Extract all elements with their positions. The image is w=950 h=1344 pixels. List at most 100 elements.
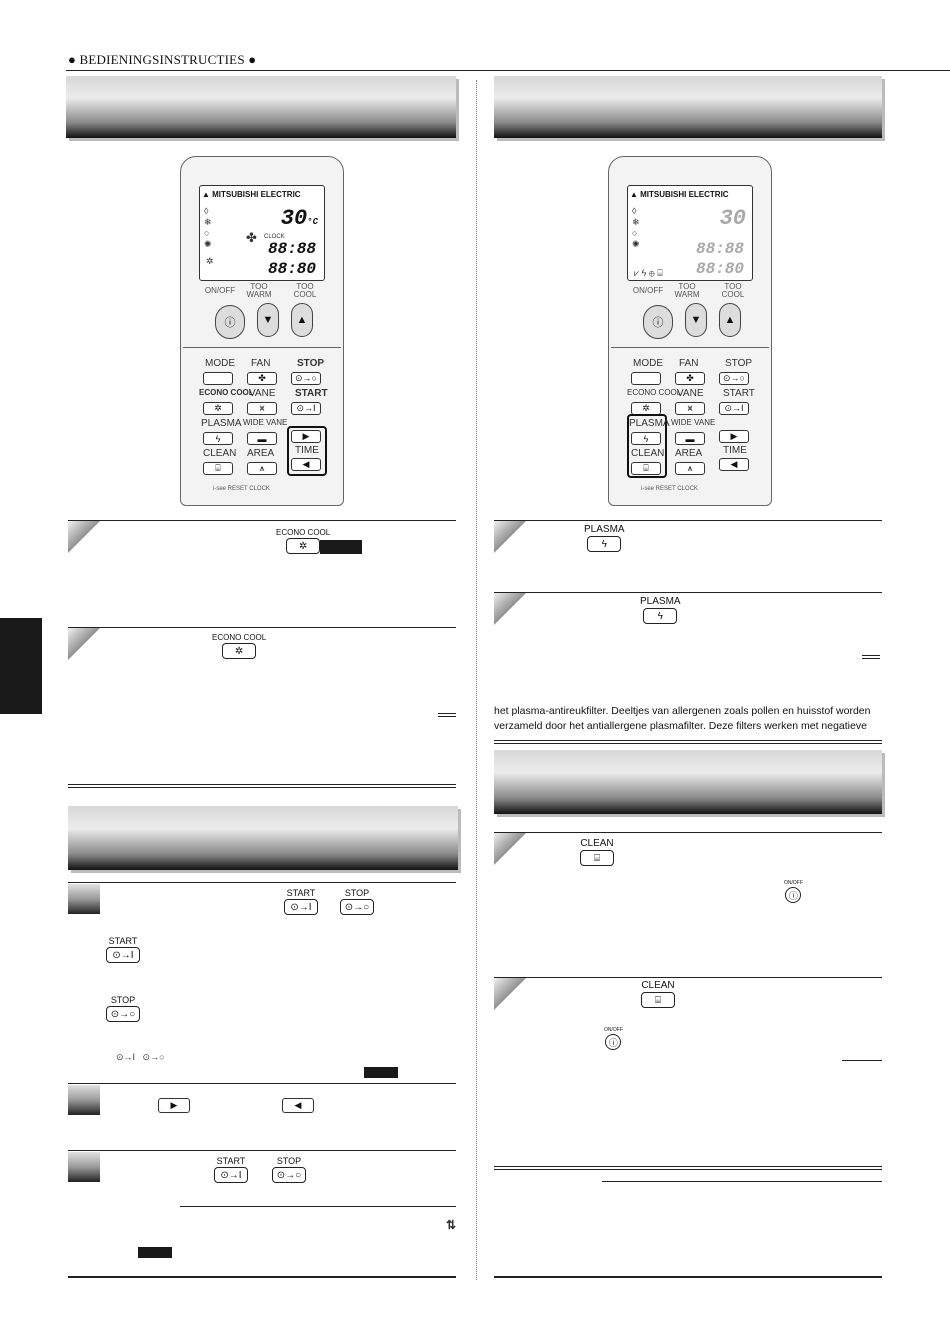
start-inline-button: START⊙→I xyxy=(106,936,140,963)
time-back-button[interactable]: ◀ xyxy=(719,458,749,471)
econo-cool-inline-button: ECONO COOL✲ xyxy=(276,528,330,554)
remote-control-left: ▲ MITSUBISHI ELECTRIC ◊❄○✺ ✤ 30°C CLOCK … xyxy=(180,156,344,506)
section-banner-clean xyxy=(494,750,882,814)
time-label: TIME xyxy=(723,445,747,456)
step-rule xyxy=(494,520,882,521)
section-end-rule xyxy=(68,1276,456,1278)
stop-button[interactable]: ⊙→○ xyxy=(291,372,321,385)
too-cool-label: TOO COOL xyxy=(721,282,745,299)
too-warm-label: TOO WARM xyxy=(674,282,700,299)
start-button[interactable]: ⊙→I xyxy=(719,402,749,415)
section-end-rule xyxy=(494,1166,882,1170)
plasma-button[interactable]: ϟ xyxy=(631,432,661,445)
clean-button[interactable]: ⌸ xyxy=(203,462,233,475)
onoff-inline-button: ON/OFF ⓘ xyxy=(604,1027,623,1050)
stop-inline-button: STOP⊙→○ xyxy=(340,888,374,915)
step-marker xyxy=(68,884,100,914)
plasma-clean-highlight xyxy=(627,414,667,478)
fan-label: FAN xyxy=(679,358,699,369)
clean-inline-button: CLEAN⌸ xyxy=(641,980,675,1008)
step-marker xyxy=(68,1152,100,1182)
stop-label: STOP xyxy=(297,358,325,369)
mode-button[interactable] xyxy=(631,372,661,385)
too-cool-button[interactable]: ▲ xyxy=(719,303,741,337)
onoff-label: ON/OFF xyxy=(204,286,236,295)
too-cool-button[interactable]: ▲ xyxy=(291,303,313,337)
onoff-button[interactable]: ⓘ xyxy=(215,305,245,339)
plasma-description-line-2: verzameld door het antiallergene plasmaf… xyxy=(494,720,867,732)
fan-icon: ✤ xyxy=(246,230,257,245)
clean-button[interactable]: ⌸ xyxy=(631,462,661,475)
plasma-clean-icons: ⩗ ϟ ⊕ ⌸ xyxy=(634,268,663,278)
too-warm-button[interactable]: ▼ xyxy=(685,303,707,337)
note-rule xyxy=(180,1206,456,1207)
temperature-display: 30°C xyxy=(280,206,318,231)
time-back-button[interactable]: ◀ xyxy=(291,458,321,471)
step-marker xyxy=(68,1085,100,1115)
econo-button[interactable]: ✲ xyxy=(203,402,233,415)
step-rule xyxy=(68,627,456,628)
start-inline-button: START⊙→I xyxy=(214,1156,248,1183)
section-banner-timer xyxy=(68,806,458,870)
start-label: START xyxy=(723,388,755,399)
time-display-1: 88:88 xyxy=(695,240,744,258)
wide-vane-button[interactable]: ▬ xyxy=(247,432,277,445)
equals-mark xyxy=(862,655,880,659)
time-forward-button[interactable]: ▶ xyxy=(291,430,321,443)
clean-label: CLEAN xyxy=(203,448,237,459)
section-banner-plasma xyxy=(494,76,882,138)
mode-icons: ◊❄○✺ xyxy=(632,206,640,249)
too-warm-button[interactable]: ▼ xyxy=(257,303,279,337)
fan-label: FAN xyxy=(251,358,271,369)
mode-icons: ◊❄○✺ xyxy=(204,206,212,249)
mode-label: MODE xyxy=(633,358,663,369)
brand-logo: ▲ MITSUBISHI ELECTRIC xyxy=(630,190,729,199)
start-button[interactable]: ⊙→I xyxy=(291,402,321,415)
step-rule xyxy=(68,520,456,521)
start-inline-button: START⊙→I xyxy=(284,888,318,915)
time-forward-button[interactable]: ▶ xyxy=(719,430,749,443)
too-cool-label: TOO COOL xyxy=(293,282,317,299)
step-rule xyxy=(494,977,882,978)
step-marker xyxy=(494,521,526,553)
timer-symbols: ⊙→I ⊙→○ xyxy=(116,1052,165,1062)
header-rule xyxy=(66,70,950,71)
area-button[interactable]: ⩚ xyxy=(675,462,705,475)
section-end-rule xyxy=(68,784,456,788)
fan-button[interactable]: ✤ xyxy=(247,372,277,385)
footer-labels: i-see RESET CLOCK xyxy=(641,486,698,492)
stop-button[interactable]: ⊙→○ xyxy=(719,372,749,385)
time-display-2: 88:80 xyxy=(695,260,744,278)
area-label: AREA xyxy=(675,448,703,459)
fan-button[interactable]: ✤ xyxy=(675,372,705,385)
wide-vane-label: WIDE VANE xyxy=(671,418,716,427)
note-rule xyxy=(602,1181,882,1182)
mode-button[interactable] xyxy=(203,372,233,385)
column-divider xyxy=(476,80,477,1280)
remote-control-right: ▲ MITSUBISHI ELECTRIC ◊❄○✺ 30 88:88 88:8… xyxy=(608,156,772,506)
onoff-label: ON/OFF xyxy=(632,286,664,295)
start-label: START xyxy=(295,388,328,399)
plasma-description-line-1: het plasma-antireukfilter. Deeltjes van … xyxy=(494,705,871,717)
vane-label: VANE xyxy=(677,388,704,399)
step-rule xyxy=(68,882,456,883)
step-marker xyxy=(494,833,526,865)
econo-label: ECONO COOL xyxy=(627,388,682,397)
wide-vane-button[interactable]: ▬ xyxy=(675,432,705,445)
section-banner-econo xyxy=(66,76,456,138)
onoff-button[interactable]: ⓘ xyxy=(643,305,673,339)
step-marker xyxy=(68,628,100,660)
stop-label: STOP xyxy=(725,358,753,369)
brand-logo: ▲ MITSUBISHI ELECTRIC xyxy=(202,190,301,199)
highlight-chip xyxy=(364,1067,398,1078)
area-button[interactable]: ⩚ xyxy=(247,462,277,475)
footer-labels: i-see RESET CLOCK xyxy=(213,486,270,492)
page-header: ● BEDIENINGSINSTRUCTIES ● xyxy=(68,52,257,67)
vane-button[interactable]: ⩙ xyxy=(675,402,705,415)
econo-icon: ✲ xyxy=(206,256,214,266)
vane-button[interactable]: ⩙ xyxy=(247,402,277,415)
step-marker xyxy=(494,593,526,625)
plasma-button[interactable]: ϟ xyxy=(203,432,233,445)
step-rule xyxy=(68,1083,456,1084)
